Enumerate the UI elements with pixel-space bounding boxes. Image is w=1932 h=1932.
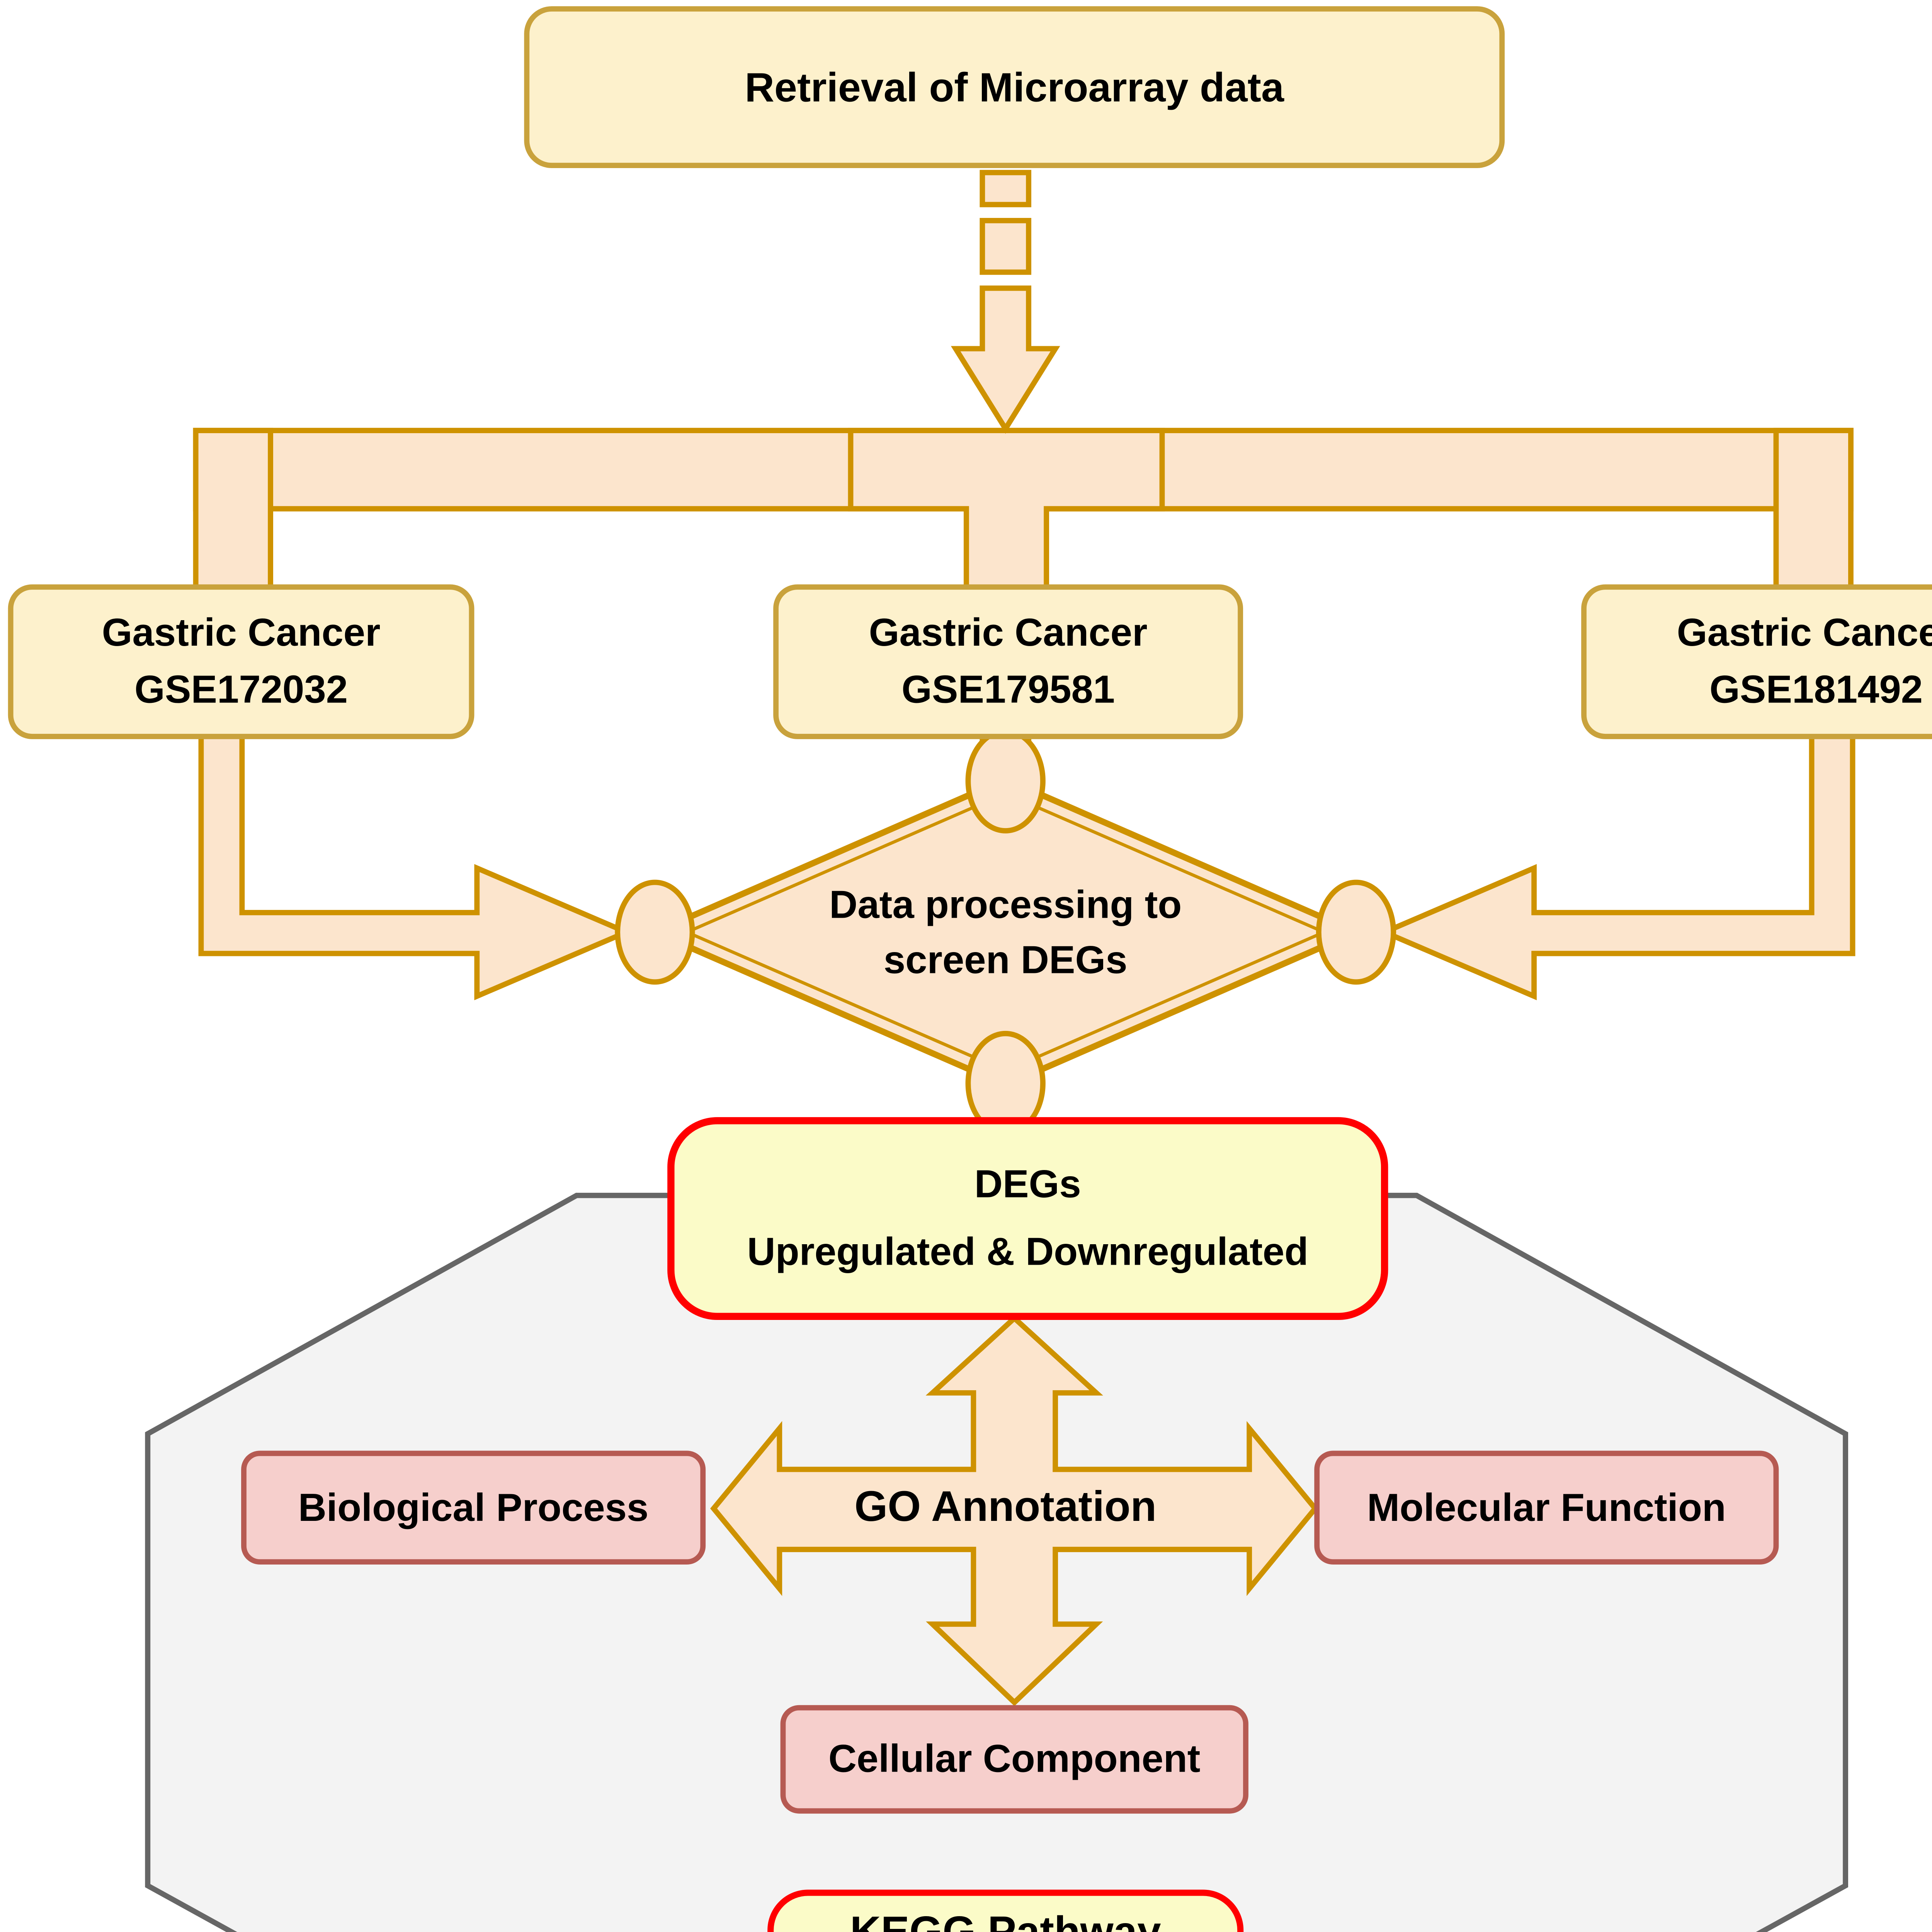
left-elbow-arrow-connector [198,730,633,1000]
go-annotation-cross-arrow [710,1315,1319,1706]
diamond-top-oval [965,728,1046,833]
diamond-left-oval [615,879,695,985]
gse181492-box [1581,584,1932,739]
right-elbow-arrow-connector [1378,730,1855,1000]
gse172032-box [8,584,474,739]
down-arrow-to-band [951,285,1060,434]
fanout-right-stem-connector [1773,428,1854,594]
molecular-function-box [1314,1451,1779,1565]
retrieval-box [524,6,1505,168]
kegg-pathway-box [767,1889,1244,1932]
cellular-component-box [780,1705,1248,1814]
degs-box [667,1117,1388,1320]
dashed-arrow-segment-2 [980,218,1032,275]
diamond-right-oval [1316,879,1396,985]
dashed-arrow-segment-1 [980,170,1032,207]
biological-process-box [241,1451,706,1565]
gse179581-box [773,584,1243,739]
fanout-left-stem-connector [193,428,273,594]
fanout-center-stem-connector [848,428,1165,594]
